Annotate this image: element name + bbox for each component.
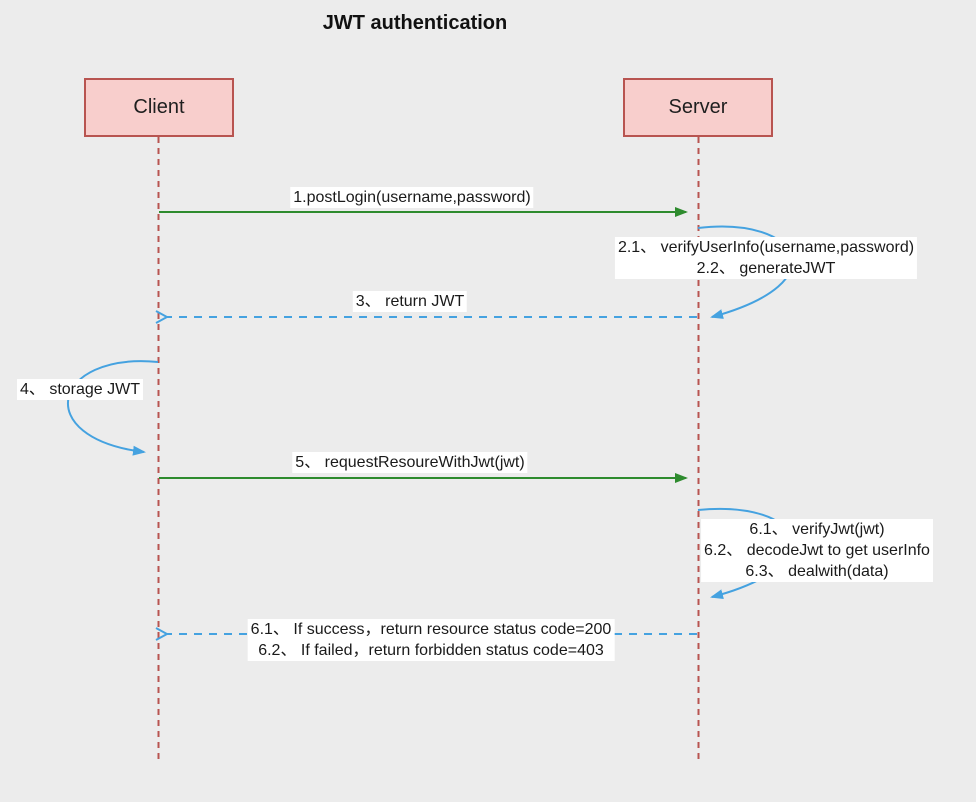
- client-self-loop-storage-jwt: [67, 360, 159, 456]
- actor-server-label: Server: [668, 96, 728, 118]
- message-post-login: 1.postLogin(username,password): [290, 187, 534, 208]
- message-result-failed: 6.2、 If failed，return forbidden status c…: [250, 640, 612, 661]
- diagram-title: JWT authentication: [322, 12, 508, 34]
- message-return-jwt: 3、 return JWT: [352, 291, 468, 312]
- actor-client: Client: [84, 78, 234, 137]
- message-generate-jwt: 2.2、 generateJWT: [617, 258, 915, 279]
- message-verify-jwt: 6.1、 verifyJwt(jwt): [704, 519, 930, 540]
- message-verify-user-info: 2.1、 verifyUserInfo(username,password): [617, 237, 915, 258]
- message-result-block: 6.1、 If success，return resource status c…: [247, 619, 615, 661]
- message-request-resource: 5、 requestResoureWithJwt(jwt): [292, 452, 528, 473]
- message-verify-jwt-block: 6.1、 verifyJwt(jwt) 6.2、 decodeJwt to ge…: [701, 519, 933, 582]
- message-storage-jwt: 4、 storage JWT: [16, 379, 144, 400]
- actor-client-label: Client: [133, 96, 185, 118]
- actor-server: Server: [623, 78, 773, 137]
- message-verify-user-block: 2.1、 verifyUserInfo(username,password) 2…: [614, 237, 918, 279]
- message-decode-jwt: 6.2、 decodeJwt to get userInfo: [704, 540, 930, 561]
- message-dealwith-data: 6.3、 dealwith(data): [704, 561, 930, 582]
- message-result-success: 6.1、 If success，return resource status c…: [250, 619, 612, 640]
